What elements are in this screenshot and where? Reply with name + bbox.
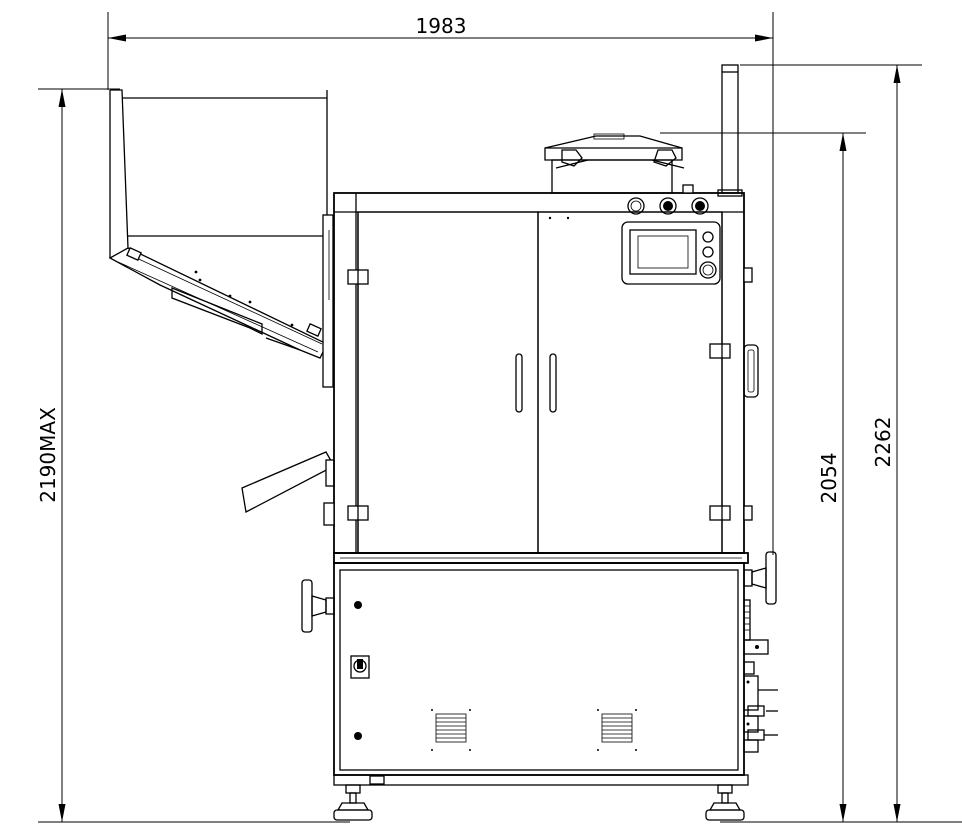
button-icon xyxy=(699,231,717,279)
feed-hopper xyxy=(108,89,334,388)
dimension-max-height: 2190MAX xyxy=(36,88,350,823)
cabinet-doors xyxy=(357,211,723,554)
rotary-switch-icon xyxy=(350,655,370,679)
column-height-dimension-label: 2054 xyxy=(817,453,841,504)
lower-cabinet xyxy=(333,562,745,776)
width-dimension-label: 1983 xyxy=(416,14,467,38)
table-plate xyxy=(333,552,749,564)
left-door-handle xyxy=(515,353,523,413)
gauge-icon xyxy=(627,197,709,215)
right-column xyxy=(717,64,759,398)
total-height-dimension-label: 2262 xyxy=(871,417,895,468)
dimension-overall-width: 1983 xyxy=(107,12,774,555)
control-panel xyxy=(621,197,721,285)
left-handwheel xyxy=(301,579,335,633)
output-chute xyxy=(241,451,335,513)
base-frame xyxy=(333,774,749,786)
right-door-handle xyxy=(549,353,557,413)
leveling-feet xyxy=(333,784,745,821)
vent-grille-icon xyxy=(431,709,637,751)
dimension-total-height: 2262 xyxy=(740,64,922,822)
pneumatic-fittings xyxy=(743,599,778,753)
right-handwheel xyxy=(743,551,777,605)
max-height-dimension-label: 2190MAX xyxy=(36,407,60,503)
top-tank xyxy=(544,133,694,194)
dimension-column-height: 2054 xyxy=(660,132,962,823)
